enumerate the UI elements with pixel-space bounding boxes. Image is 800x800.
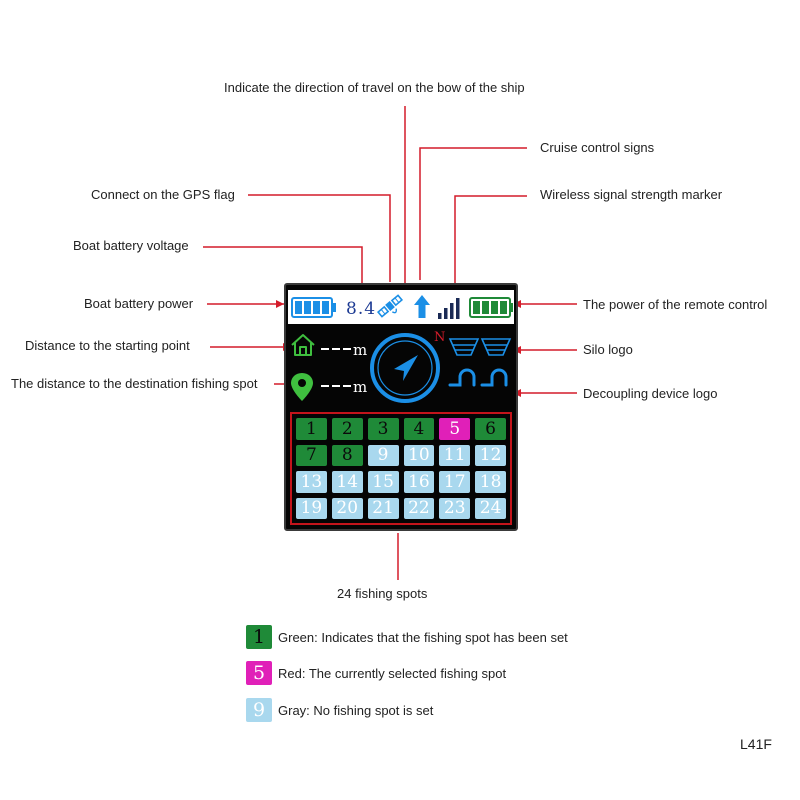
wireless-signal-icon — [438, 298, 460, 319]
fishing-spot-19: 19 — [296, 497, 327, 519]
legend-row-selected: 5 Red: The currently selected fishing sp… — [246, 660, 506, 686]
fishing-spot-16: 16 — [403, 471, 435, 493]
callout-remote-power: The power of the remote control — [583, 297, 768, 312]
remote-battery-bar — [500, 301, 507, 314]
fishing-spot-11: 11 — [439, 444, 471, 466]
model-code: L41F — [740, 736, 772, 752]
remote-battery-bar — [473, 301, 480, 314]
boat-voltage-leader — [203, 246, 363, 288]
legend-swatch-unset: 9 — [246, 698, 272, 722]
legend-swatch-selected: 5 — [246, 661, 272, 685]
fishing-spot-3: 3 — [367, 418, 399, 440]
cruise-control-leader — [419, 147, 527, 280]
boat-power-arrowhead — [276, 300, 284, 308]
boat-battery-bar — [295, 301, 302, 314]
signal-bar — [438, 313, 442, 319]
silo-right-icon — [480, 338, 512, 356]
callout-wireless-signal: Wireless signal strength marker — [540, 187, 723, 202]
cruise-control-arrow-icon — [414, 295, 430, 318]
callout-cruise-control: Cruise control signs — [540, 140, 655, 155]
legend-text-unset: Gray: No fishing spot is set — [278, 702, 434, 718]
legend-text-selected: Red: The currently selected fishing spot — [278, 665, 507, 681]
legend-swatch-set: 1 — [246, 625, 272, 649]
fishing-spot-17: 17 — [439, 471, 471, 493]
callout-gps-flag: Connect on the GPS flag — [91, 187, 235, 202]
fishing-spot-6: 6 — [475, 418, 506, 440]
remote-battery-bar — [482, 301, 489, 314]
fishing-spot-8: 8 — [331, 444, 363, 466]
fishing-spot-12: 12 — [475, 444, 506, 466]
gps-flag-leader — [248, 194, 391, 282]
status-bar-icons — [291, 294, 513, 319]
callout-distance-destination: The distance to the destination fishing … — [11, 376, 258, 391]
decoupling-right-icon — [480, 368, 508, 387]
fishing-spot-5: 5 — [439, 418, 471, 440]
compass-icon — [370, 333, 440, 403]
callout-fishing-spots: 24 fishing spots — [337, 586, 428, 601]
fishing-spot-14: 14 — [331, 471, 363, 493]
fishing-spot-4: 4 — [403, 418, 435, 440]
location-pin-icon — [291, 373, 313, 401]
remote-battery-icon — [469, 297, 513, 318]
signal-bar — [450, 303, 454, 319]
boat-battery-bar — [313, 301, 320, 314]
boat-voltage-value: 8.4 — [346, 299, 377, 319]
status-bar: 8.4 — [288, 290, 514, 324]
callout-bow-direction: Indicate the direction of travel on the … — [224, 80, 525, 95]
fishing-spot-18: 18 — [475, 471, 506, 493]
fishing-spot-10: 10 — [403, 444, 435, 466]
callout-boat-power: Boat battery power — [84, 296, 194, 311]
fishing-spot-21: 21 — [367, 497, 399, 519]
boat-battery-bar — [322, 301, 329, 314]
decoupling-left-icon — [448, 368, 476, 387]
gps-satellite-icon — [376, 294, 404, 318]
fishing-spot-13: 13 — [296, 471, 327, 493]
fishing-spot-22: 22 — [403, 497, 435, 519]
fishing-spot-23: 23 — [439, 497, 471, 519]
distance-start-unit: m — [353, 341, 367, 359]
callout-decoupling-logo: Decoupling device logo — [583, 386, 718, 401]
fishing-spot-2: 2 — [331, 418, 363, 440]
remote-battery-bar — [491, 301, 498, 314]
legend-text-set: Green: Indicates that the fishing spot h… — [278, 629, 568, 645]
legend-row-set: 1 Green: Indicates that the fishing spot… — [246, 624, 568, 650]
distance-destination-unit: m — [353, 378, 367, 396]
boat-battery-bar — [304, 301, 311, 314]
boat-battery-icon — [291, 297, 336, 318]
legend-row-unset: 9 Gray: No fishing spot is set — [246, 697, 433, 723]
fishing-spot-7: 7 — [296, 444, 327, 466]
callout-distance-start: Distance to the starting point — [25, 338, 190, 353]
navigation-panel: m m N — [291, 330, 512, 403]
callout-silo-logo: Silo logo — [583, 342, 633, 357]
silo-left-icon — [448, 338, 480, 356]
fishing-spot-9: 9 — [367, 444, 399, 466]
home-icon — [291, 334, 315, 356]
fishing-spot-20: 20 — [331, 497, 363, 519]
fishing-spot-24: 24 — [475, 497, 506, 519]
fishing-spot-1: 1 — [296, 418, 327, 440]
compass-north-label: N — [434, 330, 445, 345]
lcd-screen: 8.4 m m — [284, 283, 518, 531]
signal-bar — [444, 308, 448, 319]
fishing-spot-15: 15 — [367, 471, 399, 493]
callout-boat-voltage: Boat battery voltage — [73, 238, 189, 253]
compass-needle — [394, 355, 418, 381]
signal-bar — [456, 298, 460, 319]
wireless-signal-leader — [454, 195, 527, 285]
